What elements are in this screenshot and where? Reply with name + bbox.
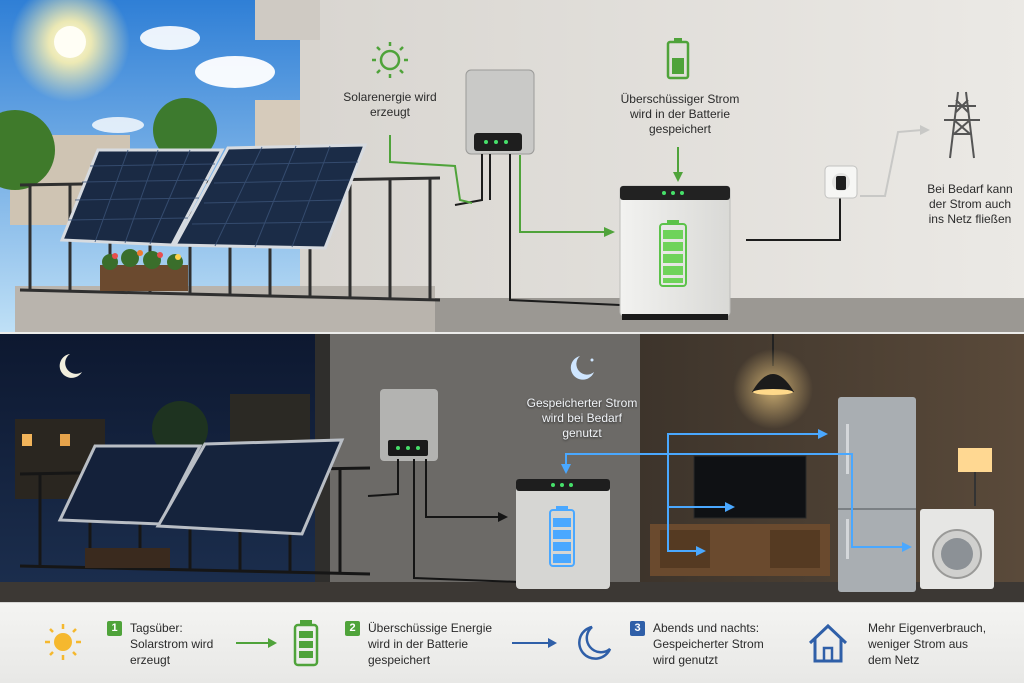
flow-inverter-to-battery	[519, 155, 608, 233]
moon-icon	[570, 356, 594, 380]
legend-bar: 1 Tagsüber: Solarstrom wird erzeugt 2 Üb…	[0, 602, 1024, 683]
step-number-1: 1	[107, 621, 122, 636]
tree	[153, 98, 217, 162]
grid-feed-label: Bei Bedarf kann der Strom auch ins Netz …	[927, 182, 1013, 226]
fridge	[838, 397, 916, 592]
legend-summary: Mehr Eigenverbrauch, weniger Strom aus d…	[868, 620, 986, 668]
arrow-right-icon	[512, 638, 557, 648]
house-icon	[808, 623, 848, 663]
home-battery	[619, 185, 731, 320]
arrow-right-icon	[236, 638, 277, 648]
stored-power-label: Gespeicherter Strom wird bei Bedarf genu…	[526, 396, 638, 440]
moon	[59, 354, 82, 378]
step-number-2: 2	[345, 621, 360, 636]
wall-socket	[824, 165, 858, 199]
battery-icon	[293, 620, 319, 667]
legend-step-1: 1 Tagsüber: Solarstrom wird erzeugt	[107, 620, 213, 668]
battery-icon	[666, 38, 690, 80]
inverter	[465, 69, 535, 155]
step-number-3: 3	[630, 621, 645, 636]
flow-solar-to-inverter	[389, 135, 473, 204]
night-scene: Gespeicherter Strom wird bei Bedarf genu…	[0, 334, 1024, 602]
legend-step-3: 3 Abends und nachts: Gespeicherter Strom…	[630, 620, 764, 668]
summary-text: Mehr Eigenverbrauch, weniger Strom aus d…	[868, 621, 987, 667]
solar-label: Solarenergie wird erzeugt	[343, 90, 437, 119]
cloud	[140, 26, 200, 50]
night-flow-arrows	[565, 433, 905, 552]
sun-icon	[372, 42, 408, 78]
day-scene: Solarenergie wird erzeugt Überschüssiger…	[0, 0, 1024, 332]
legend-step-2: 2 Überschüssige Energie wird in der Batt…	[345, 620, 492, 668]
cloud	[195, 56, 275, 88]
step-3-text: Abends und nachts: Gespeicherter Strom w…	[653, 621, 764, 667]
power-pylon-icon	[944, 91, 980, 159]
sun-icon	[45, 624, 81, 660]
television	[693, 455, 807, 519]
cloud	[92, 117, 144, 133]
day-illustration	[0, 0, 1024, 332]
step-2-text: Überschüssige Energie wird in der Batter…	[368, 621, 493, 667]
battery-storage-label: Überschüssiger Strom wird in der Batteri…	[620, 92, 740, 136]
solar-panels	[59, 143, 368, 250]
night-illustration	[0, 334, 1024, 602]
step-1-text: Tagsüber: Solarstrom wird erzeugt	[130, 621, 214, 667]
moon-icon	[578, 625, 612, 660]
